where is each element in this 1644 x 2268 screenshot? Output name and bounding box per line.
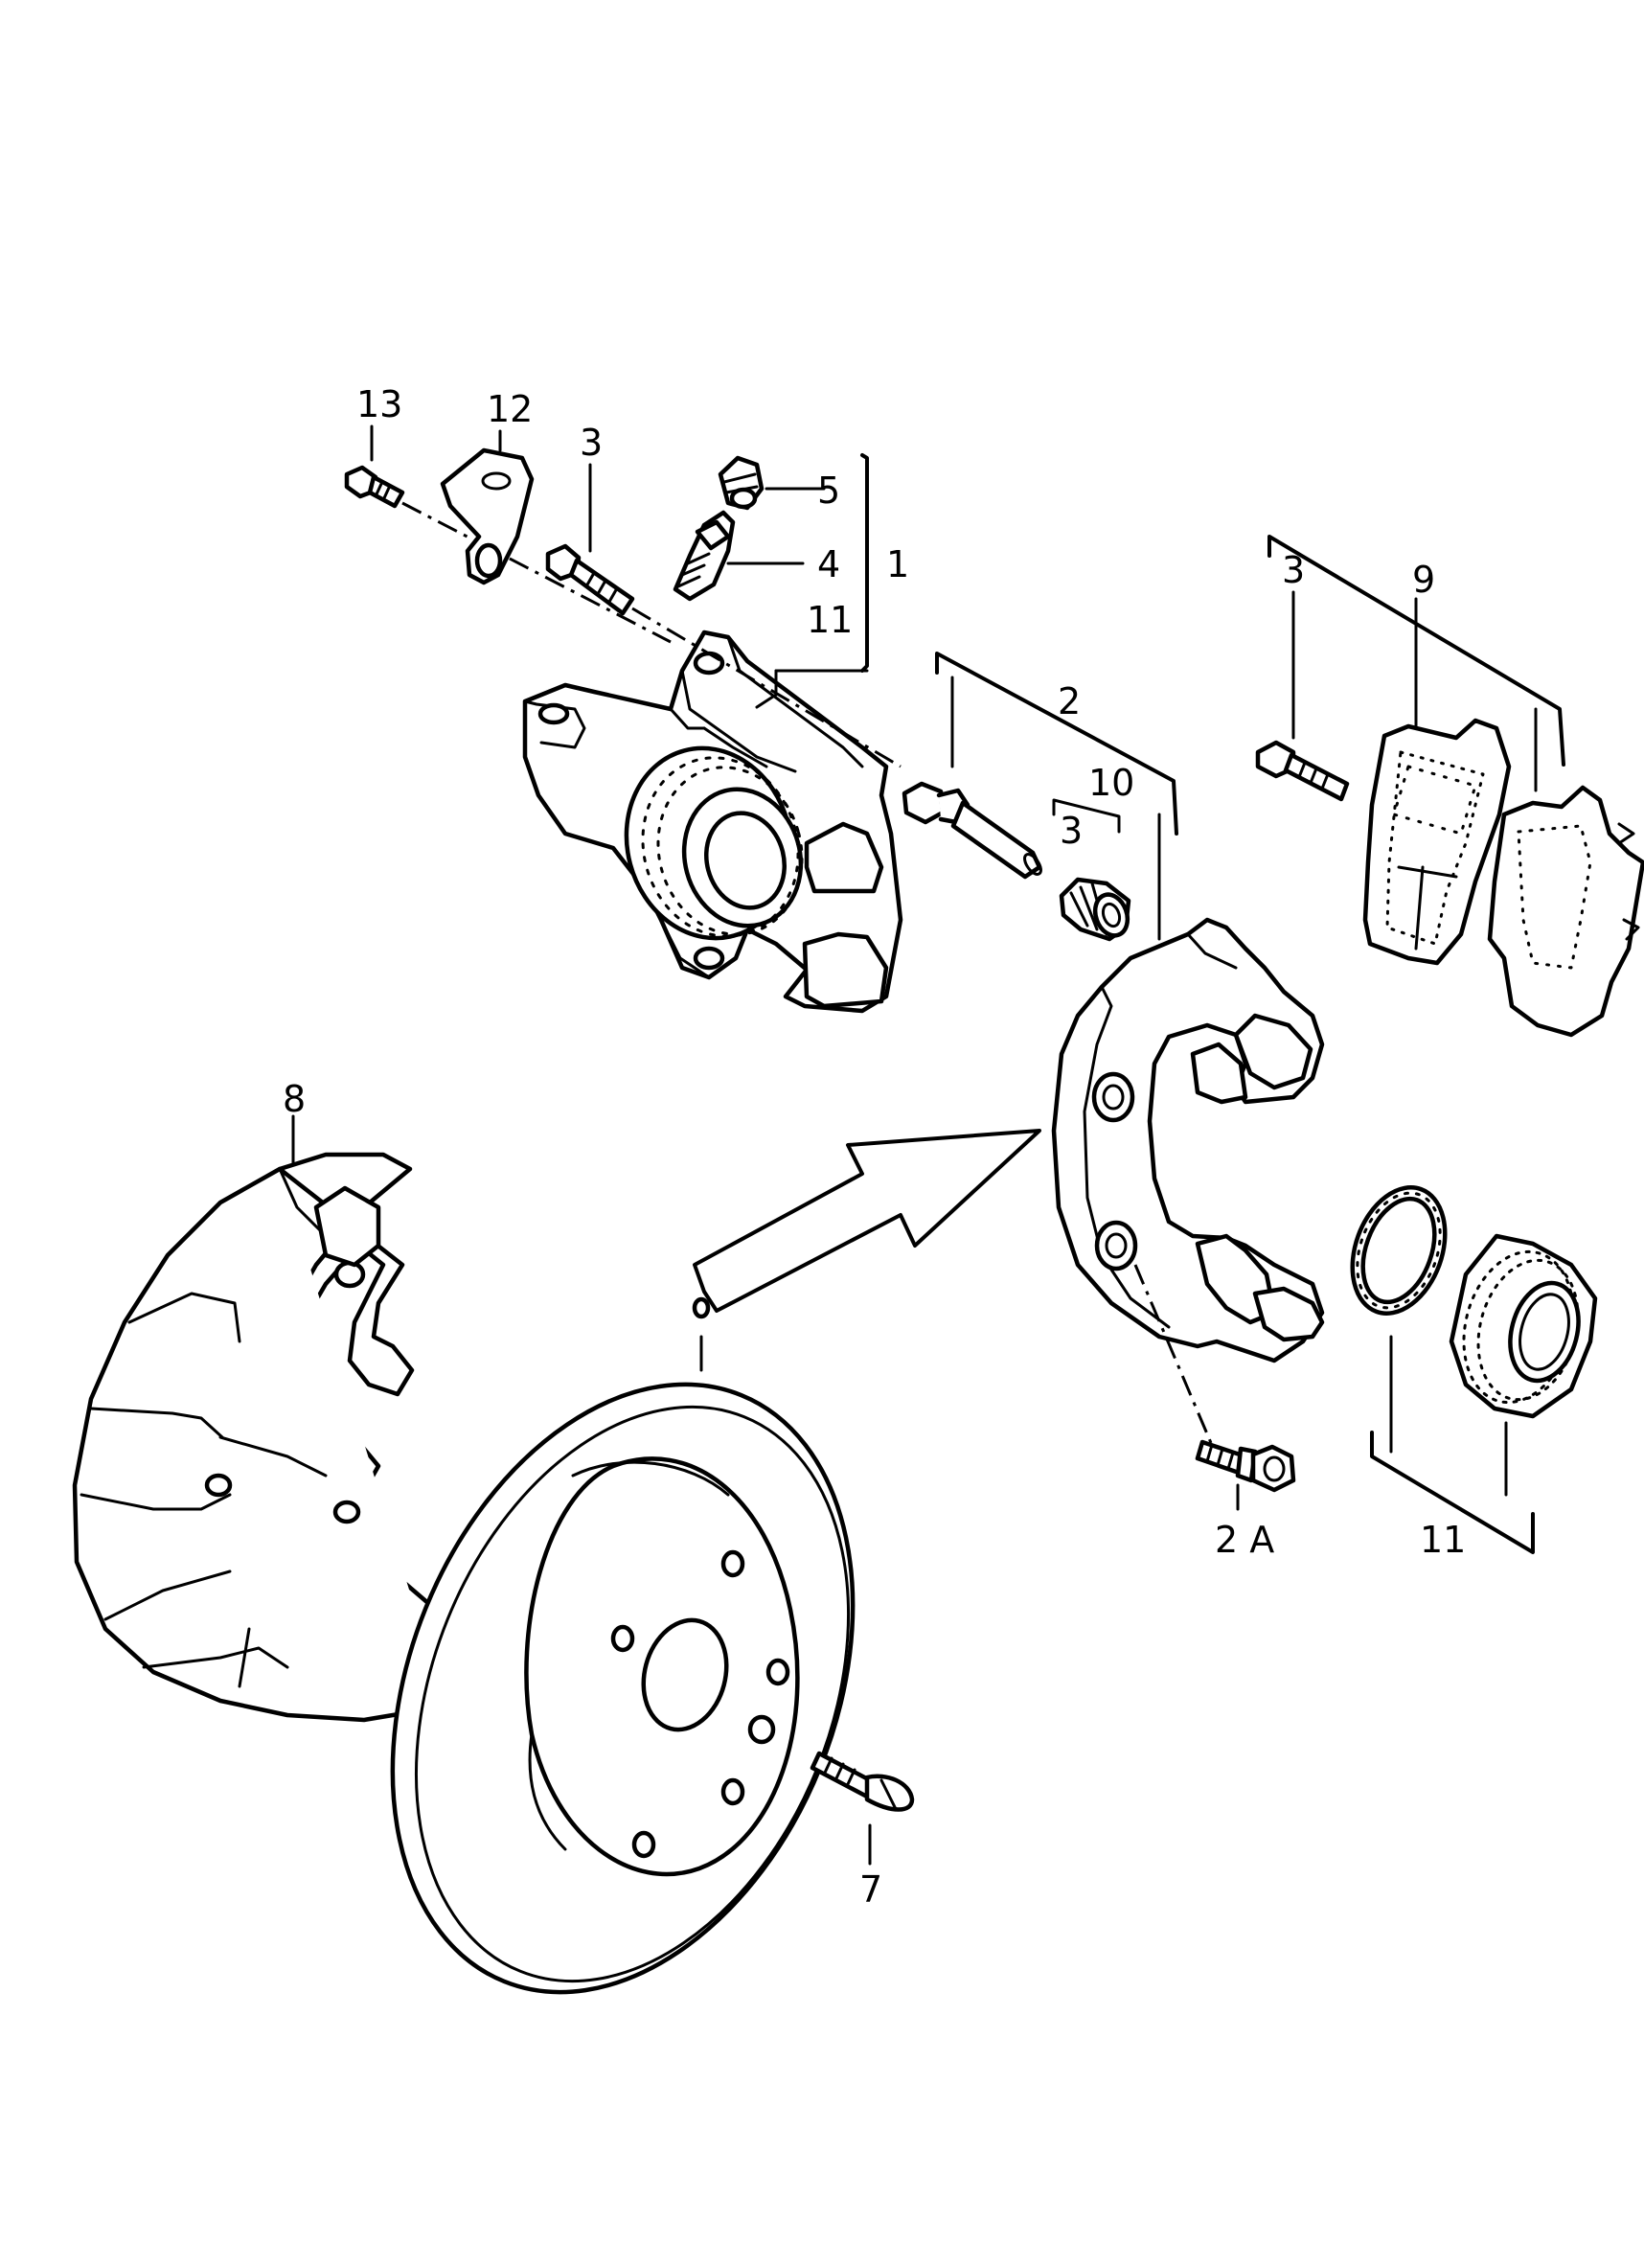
callout-4: 4 [817, 543, 840, 585]
bolt-3-pad [1255, 740, 1350, 802]
group-bracket-11 [1370, 1431, 1535, 1554]
brake-caliper-1 [522, 630, 903, 1014]
callout-1: 1 [886, 543, 909, 585]
axis-line-13 [401, 501, 672, 644]
brake-disc [390, 1382, 856, 1995]
bolt-13 [344, 465, 405, 509]
callout-12: 12 [487, 388, 533, 430]
carrier [1051, 917, 1325, 1363]
callout-2: 2 [1058, 680, 1081, 722]
brake-pad-inner [1362, 718, 1512, 966]
seal-ring-11 [1350, 1185, 1448, 1316]
splash-shield-8 [72, 1152, 444, 1723]
bracket-12 [440, 447, 535, 585]
callout-11-caliper: 11 [807, 599, 853, 641]
group-bracket-10 [1052, 798, 1121, 834]
callout-2a: 2 A [1215, 1519, 1274, 1561]
callout-10: 10 [1088, 762, 1134, 804]
callout-11-seal: 11 [1420, 1519, 1466, 1561]
callout-5: 5 [817, 470, 840, 512]
callout-3-guide: 3 [1060, 810, 1083, 852]
screw-7 [810, 1751, 915, 1812]
bolt-2a [1195, 1439, 1296, 1493]
callout-13: 13 [356, 383, 402, 425]
bleed-cap-5 [718, 455, 765, 511]
callout-7: 7 [859, 1868, 882, 1911]
callout-9: 9 [1412, 559, 1435, 601]
axis-line-caliper [631, 607, 902, 768]
group-bracket-2 [935, 652, 1178, 836]
bolt-3-top [545, 543, 635, 616]
group-bracket-1 [860, 453, 869, 673]
bushing-10 [1059, 877, 1131, 942]
axis-line-carrier [1133, 1264, 1219, 1457]
guide-pin-2 [902, 781, 1042, 880]
callout-8: 8 [283, 1078, 306, 1120]
callout-3-pad: 3 [1282, 549, 1305, 591]
leader-11-caliper-c [755, 693, 778, 709]
arrow-icon [693, 1129, 1041, 1313]
brake-pad-outer [1487, 785, 1644, 1038]
dust-boot-11 [1449, 1233, 1598, 1419]
arrow-tail-point [692, 1296, 711, 1319]
callout-3-top: 3 [580, 422, 603, 464]
bleed-screw-4 [673, 510, 736, 602]
